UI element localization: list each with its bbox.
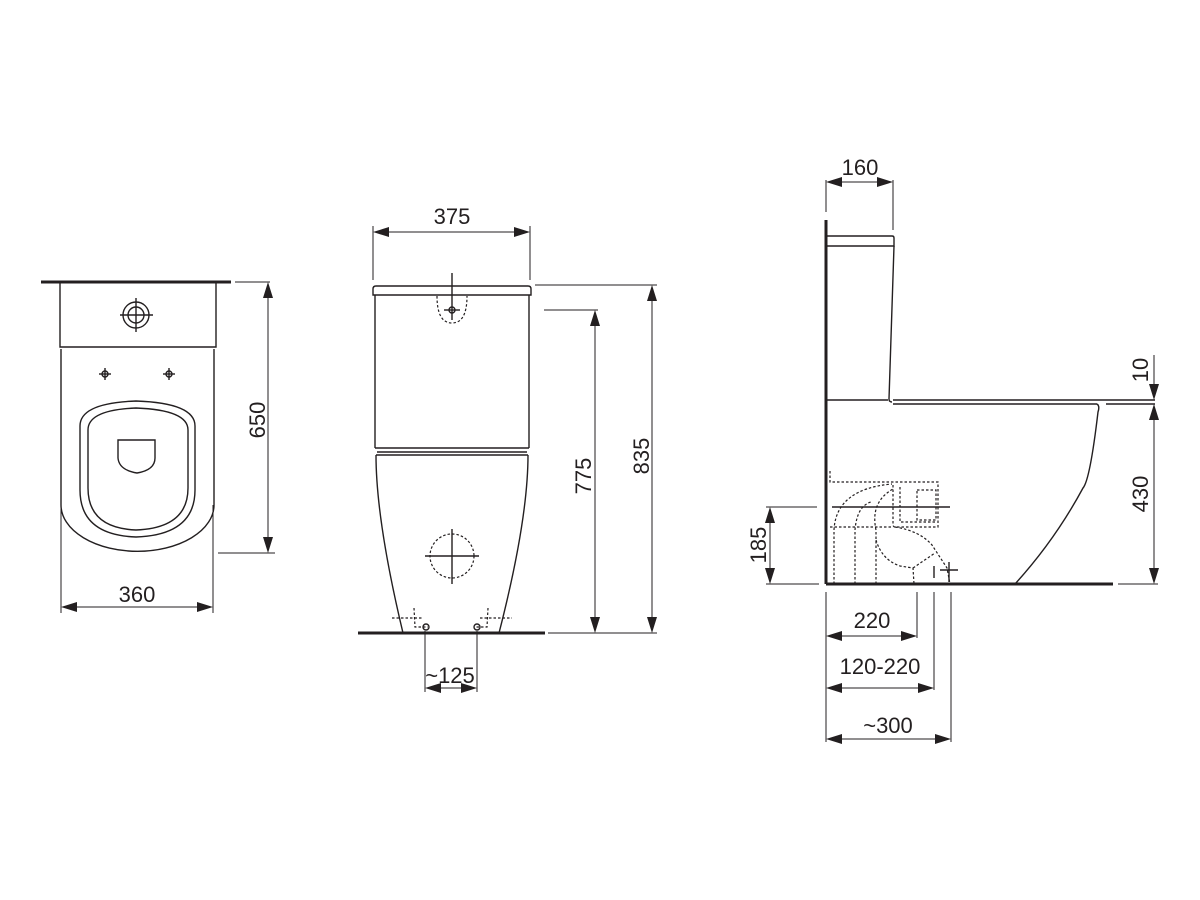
floor-bolt-icon: [392, 607, 512, 631]
dim-width-375: 375: [434, 204, 471, 229]
dim-height-835: 835: [629, 438, 654, 475]
front-view: 375 835 775 ~125: [358, 204, 657, 693]
fixing-point-icon: [99, 368, 175, 380]
dim-height-775: 775: [571, 458, 596, 495]
top-view: 650 360: [41, 280, 275, 613]
dim-outlet-range-120-220: 120-220: [840, 654, 921, 679]
trap-outline-dashed: [829, 471, 951, 585]
dim-cistern-depth-160: 160: [842, 155, 879, 180]
dim-width-360: 360: [119, 582, 156, 607]
dim-seat-10: 10: [1128, 358, 1153, 382]
dim-seat-height-430: 430: [1128, 476, 1153, 513]
side-view: 160 10 430 185 220 120-220: [746, 155, 1159, 744]
dim-depth-650: 650: [245, 402, 270, 439]
dim-wall-fixing-300: ~300: [863, 713, 913, 738]
dim-outlet-distance-220: 220: [854, 608, 891, 633]
outlet-symbol-icon: [425, 529, 479, 584]
dim-outlet-height-185: 185: [746, 527, 771, 564]
inlet-symbol-icon: [120, 298, 153, 332]
dim-bolt-spacing-125: ~125: [425, 663, 475, 688]
